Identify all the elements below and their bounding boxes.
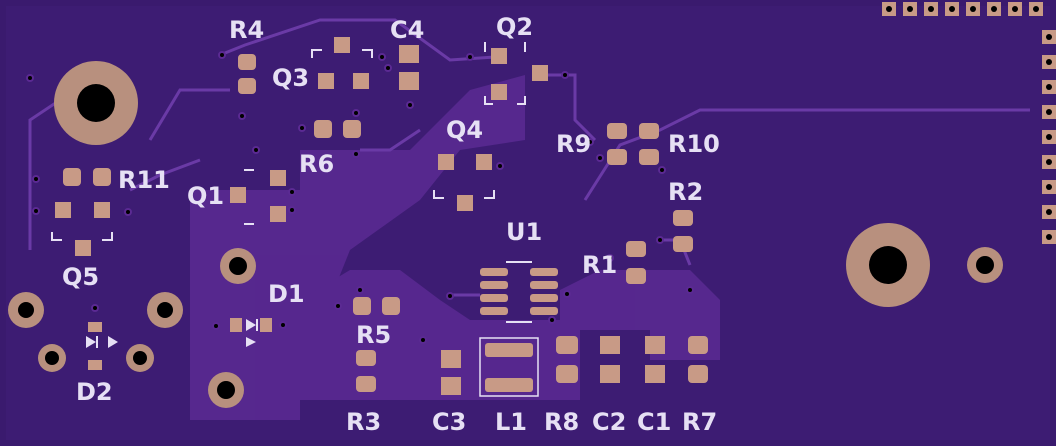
ref-label-c2: C2	[592, 408, 627, 436]
mounting-hole-icon	[846, 223, 930, 307]
ref-label-d1: D1	[268, 280, 305, 308]
ref-label-r1: R1	[582, 251, 618, 279]
right-header-drills	[1046, 34, 1052, 240]
ref-label-l1: L1	[495, 408, 527, 436]
ref-label-r3: R3	[346, 408, 382, 436]
silk-outlines	[51, 42, 539, 397]
ref-label-c4: C4	[390, 16, 425, 44]
mounting-hole-icon	[54, 61, 138, 145]
ref-label-c3: C3	[432, 408, 467, 436]
ref-label-r10: R10	[668, 130, 720, 158]
ref-label-c1: C1	[637, 408, 672, 436]
ref-label-r6: R6	[299, 150, 335, 178]
ref-label-q4: Q4	[446, 116, 484, 144]
ref-label-q5: Q5	[62, 263, 100, 291]
ref-label-r4: R4	[229, 16, 265, 44]
via-icon	[26, 51, 694, 344]
ref-label-r8: R8	[544, 408, 580, 436]
diode-symbol-icon	[86, 336, 118, 348]
through-hole-pads	[8, 247, 1003, 408]
ref-label-q2: Q2	[496, 13, 534, 41]
ref-label-r9: R9	[556, 130, 592, 158]
ref-label-q3: Q3	[272, 64, 310, 92]
ref-label-r2: R2	[668, 178, 704, 206]
ref-label-r11: R11	[118, 166, 170, 194]
ref-label-d2: D2	[76, 378, 113, 406]
ref-label-r7: R7	[682, 408, 718, 436]
ref-label-r5: R5	[356, 321, 392, 349]
ref-label-u1: U1	[506, 218, 543, 246]
smd-pads	[55, 37, 708, 395]
top-header-drills	[886, 6, 1039, 12]
diode-symbol-icon	[246, 319, 258, 347]
ref-label-q1: Q1	[187, 182, 225, 210]
